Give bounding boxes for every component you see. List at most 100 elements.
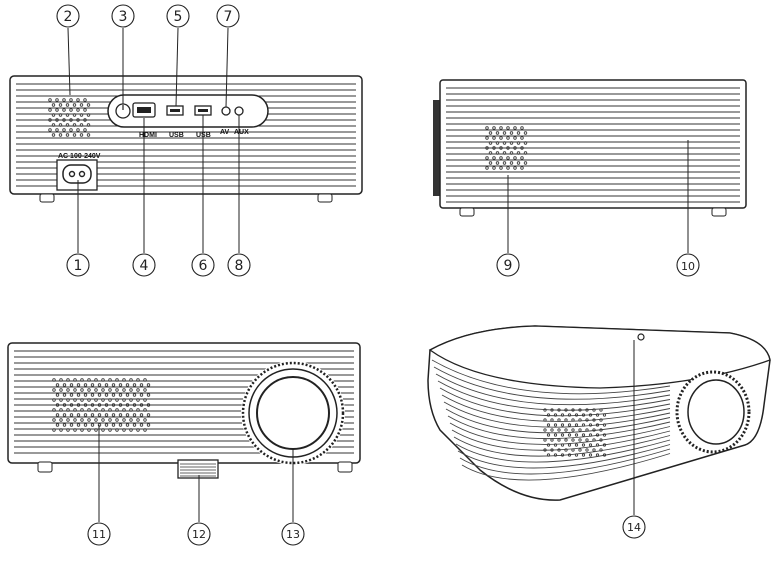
persp-speaker-hole xyxy=(602,413,607,417)
side-speaker-hole xyxy=(492,166,496,170)
side-speaker-hole xyxy=(492,126,496,130)
front-speaker-hole xyxy=(122,398,126,402)
front-speaker-hole xyxy=(76,393,81,397)
callout-3: 3 xyxy=(111,4,135,28)
front-speaker-hole xyxy=(136,378,140,382)
persp-speaker-hole xyxy=(564,448,568,452)
side-speaker-hole xyxy=(495,131,500,135)
front-speaker-hole xyxy=(101,388,105,392)
rear-speaker-hole xyxy=(51,113,56,117)
side-speaker-hole xyxy=(485,156,489,160)
front-speaker-hole xyxy=(94,408,98,412)
persp-speaker-hole xyxy=(560,443,565,447)
front-speaker-hole xyxy=(132,383,137,387)
front-speaker-hole xyxy=(143,388,147,392)
front-speaker-hole xyxy=(94,418,98,422)
callout-11: 11 xyxy=(87,522,111,546)
rear-speaker-hole xyxy=(72,103,77,107)
rear-speaker-hole xyxy=(65,123,70,127)
side-speaker-hole xyxy=(495,161,500,165)
front-speaker-hole xyxy=(139,383,144,387)
rear-grille xyxy=(16,83,356,187)
front-speaker-hole xyxy=(146,423,151,427)
callout-7-label: 7 xyxy=(224,9,233,25)
side-speaker-hole xyxy=(513,136,517,140)
rear-view: HDMI USB USB AV AUX AC 100-240V xyxy=(9,75,363,203)
rear-speaker-hole xyxy=(79,133,84,137)
front-speaker-hole xyxy=(62,393,67,397)
front-speaker-hole xyxy=(80,378,84,382)
side-speaker-hole xyxy=(520,136,524,140)
persp-lens xyxy=(687,379,745,445)
persp-speaker-hole xyxy=(564,408,568,412)
front-speaker-hole xyxy=(69,403,74,407)
front-speaker-hole xyxy=(80,428,84,432)
persp-speaker-hole xyxy=(578,418,582,422)
front-speaker-hole xyxy=(52,378,56,382)
callout-3-label: 3 xyxy=(119,9,128,25)
side-speaker-hole xyxy=(506,136,510,140)
callout-13-label: 13 xyxy=(286,528,300,541)
rear-speaker-hole xyxy=(62,128,66,132)
side-speaker-hole xyxy=(516,141,521,145)
persp-speaker-hole xyxy=(581,443,586,447)
callout-2: 2 xyxy=(56,4,80,28)
speaker-holes xyxy=(48,98,91,137)
side-speaker-hole xyxy=(506,166,510,170)
front-speaker-hole xyxy=(90,403,95,407)
side-speaker-hole xyxy=(513,156,517,160)
persp-speaker-hole xyxy=(564,418,568,422)
persp-speaker-hole xyxy=(560,433,565,437)
persp-speaker-hole xyxy=(571,438,575,442)
persp-speaker-hole xyxy=(571,408,575,412)
side-speaker-hole xyxy=(520,146,524,150)
side-foot-left xyxy=(459,207,475,217)
side-grille xyxy=(446,87,740,203)
front-speaker-hole xyxy=(125,423,130,427)
front-speaker-hole xyxy=(104,393,109,397)
front-speaker-hole xyxy=(115,398,119,402)
persp-speaker-hole xyxy=(564,438,568,442)
side-speaker-hole xyxy=(520,156,524,160)
hdmi-port-slot xyxy=(137,107,151,113)
persp-speaker-hole xyxy=(553,423,558,427)
rear-speaker-hole xyxy=(76,128,80,132)
front-speaker-hole xyxy=(146,413,151,417)
persp-speaker-hole xyxy=(578,408,582,412)
front-speaker-hole xyxy=(69,423,74,427)
persp-speaker-hole xyxy=(557,438,561,442)
front-speaker-hole xyxy=(76,423,81,427)
side-speaker-hole xyxy=(488,151,493,155)
front-speaker-hole xyxy=(139,423,144,427)
rear-speaker-hole xyxy=(58,113,63,117)
persp-speaker-hole xyxy=(592,408,596,412)
persp-speaker-hole xyxy=(578,438,582,442)
persp-speaker-hole xyxy=(602,423,607,427)
front-speaker-hole xyxy=(136,398,140,402)
front-speaker-hole xyxy=(129,388,133,392)
front-speaker-hole xyxy=(87,408,91,412)
front-speaker-hole xyxy=(146,403,151,407)
side-speaker-hole xyxy=(502,131,507,135)
persp-speaker-hole xyxy=(543,428,547,432)
side-speaker-hole xyxy=(516,131,521,135)
persp-speaker-hole xyxy=(588,453,593,457)
front-speaker-hole xyxy=(59,428,63,432)
port-panel xyxy=(107,94,269,128)
front-speaker-hole xyxy=(59,378,63,382)
persp-speaker-hole xyxy=(578,448,582,452)
rear-speaker-hole xyxy=(86,133,91,137)
front-speaker-hole xyxy=(83,413,88,417)
front-speaker-hole xyxy=(66,408,70,412)
lens xyxy=(256,376,330,450)
side-speaker-hole xyxy=(502,161,507,165)
perspective-speaker-holes xyxy=(543,408,607,457)
front-speaker-hole xyxy=(55,403,60,407)
rear-speaker-hole xyxy=(72,113,77,117)
side-speaker-hole xyxy=(499,146,503,150)
persp-speaker-hole xyxy=(592,418,596,422)
perspective-top xyxy=(428,325,771,389)
front-speaker-hole xyxy=(132,423,137,427)
front-speaker-hole xyxy=(76,413,81,417)
front-speaker-hole xyxy=(108,428,112,432)
